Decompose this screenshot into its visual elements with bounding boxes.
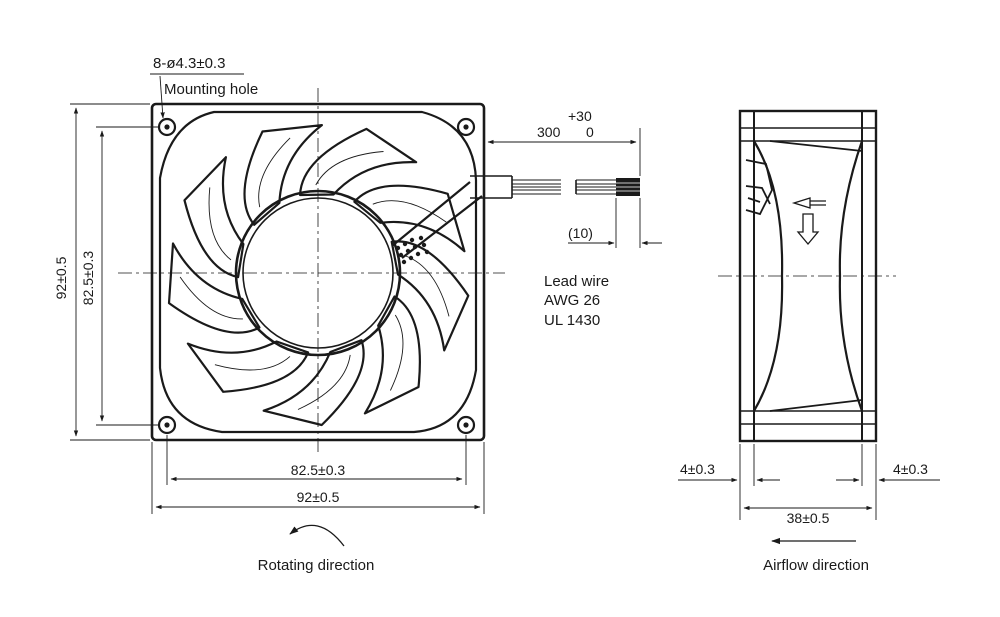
strip-length-dim: (10): [568, 225, 593, 241]
blade-edge: [372, 200, 447, 223]
impeller-blade: [353, 184, 466, 253]
lead-wire-label: Lead wire: [544, 273, 609, 290]
blade-edge: [389, 314, 404, 391]
height-inner-dim: 82.5±0.3: [80, 251, 96, 306]
rotating-direction-label: Rotating direction: [258, 557, 375, 574]
width-inner-dim: 82.5±0.3: [291, 462, 346, 478]
width-dimensions: 82.5±0.3 92±0.5: [151, 435, 485, 514]
airflow-direction-label: Airflow direction: [763, 557, 869, 574]
blade-edge: [297, 354, 351, 410]
blade-edge: [208, 187, 232, 261]
width-outer-dim: 92±0.5: [297, 489, 340, 505]
left-flange-dim: 4±0.3: [680, 461, 715, 477]
wire-bundle-right: [575, 178, 640, 196]
wire-tol-plus: +30: [568, 108, 592, 124]
wire-length: 300: [537, 124, 561, 140]
venturi-ring: [158, 110, 478, 434]
side-view: [718, 109, 896, 443]
inner-flow-arrows: [791, 197, 826, 246]
impeller-blades: [167, 124, 470, 427]
front-view: [118, 88, 505, 455]
mounting-hole-callout: 8-ø4.3±0.3 Mounting hole: [150, 55, 258, 119]
side-wire-exit: [745, 159, 773, 216]
impeller-blade: [186, 340, 310, 393]
rotation-indicator: Rotating direction: [258, 524, 375, 574]
mounting-hole-br: [456, 415, 476, 435]
blade-edge: [315, 151, 384, 186]
impeller-blade: [363, 295, 421, 415]
blade-edge: [179, 276, 243, 320]
blade-edge: [258, 137, 291, 208]
wire-bundle-left: [470, 175, 561, 199]
lead-wire: +30 300 0 (10) Lead wire AWG 26 UL 1430: [470, 108, 662, 329]
lead-wire-gauge: AWG 26: [544, 292, 600, 309]
wire-tol-minus: 0: [586, 124, 594, 140]
rotation-arrow: [289, 524, 345, 547]
mounting-hole-spec: 8-ø4.3±0.3: [153, 55, 225, 72]
height-outer-dim: 92±0.5: [53, 256, 69, 299]
lead-wire-standard: UL 1430: [544, 312, 600, 329]
blade-edge: [214, 356, 291, 371]
mounting-hole-tr: [456, 117, 476, 137]
impeller-blade: [243, 124, 323, 226]
side-dimensions: 4±0.3 4±0.3 38±0.5 Airflow direction: [678, 444, 940, 574]
impeller-blade: [299, 127, 418, 197]
mounting-hole-label: Mounting hole: [164, 81, 258, 98]
height-dimensions: 92±0.5 82.5±0.3: [53, 103, 160, 441]
right-flange-dim: 4±0.3: [893, 461, 928, 477]
impeller-blade: [262, 339, 365, 427]
venturi-right-profile: [838, 140, 864, 412]
wire-hatch: [395, 235, 430, 265]
depth-dim: 38±0.5: [787, 510, 830, 526]
impeller-blade: [183, 156, 245, 279]
